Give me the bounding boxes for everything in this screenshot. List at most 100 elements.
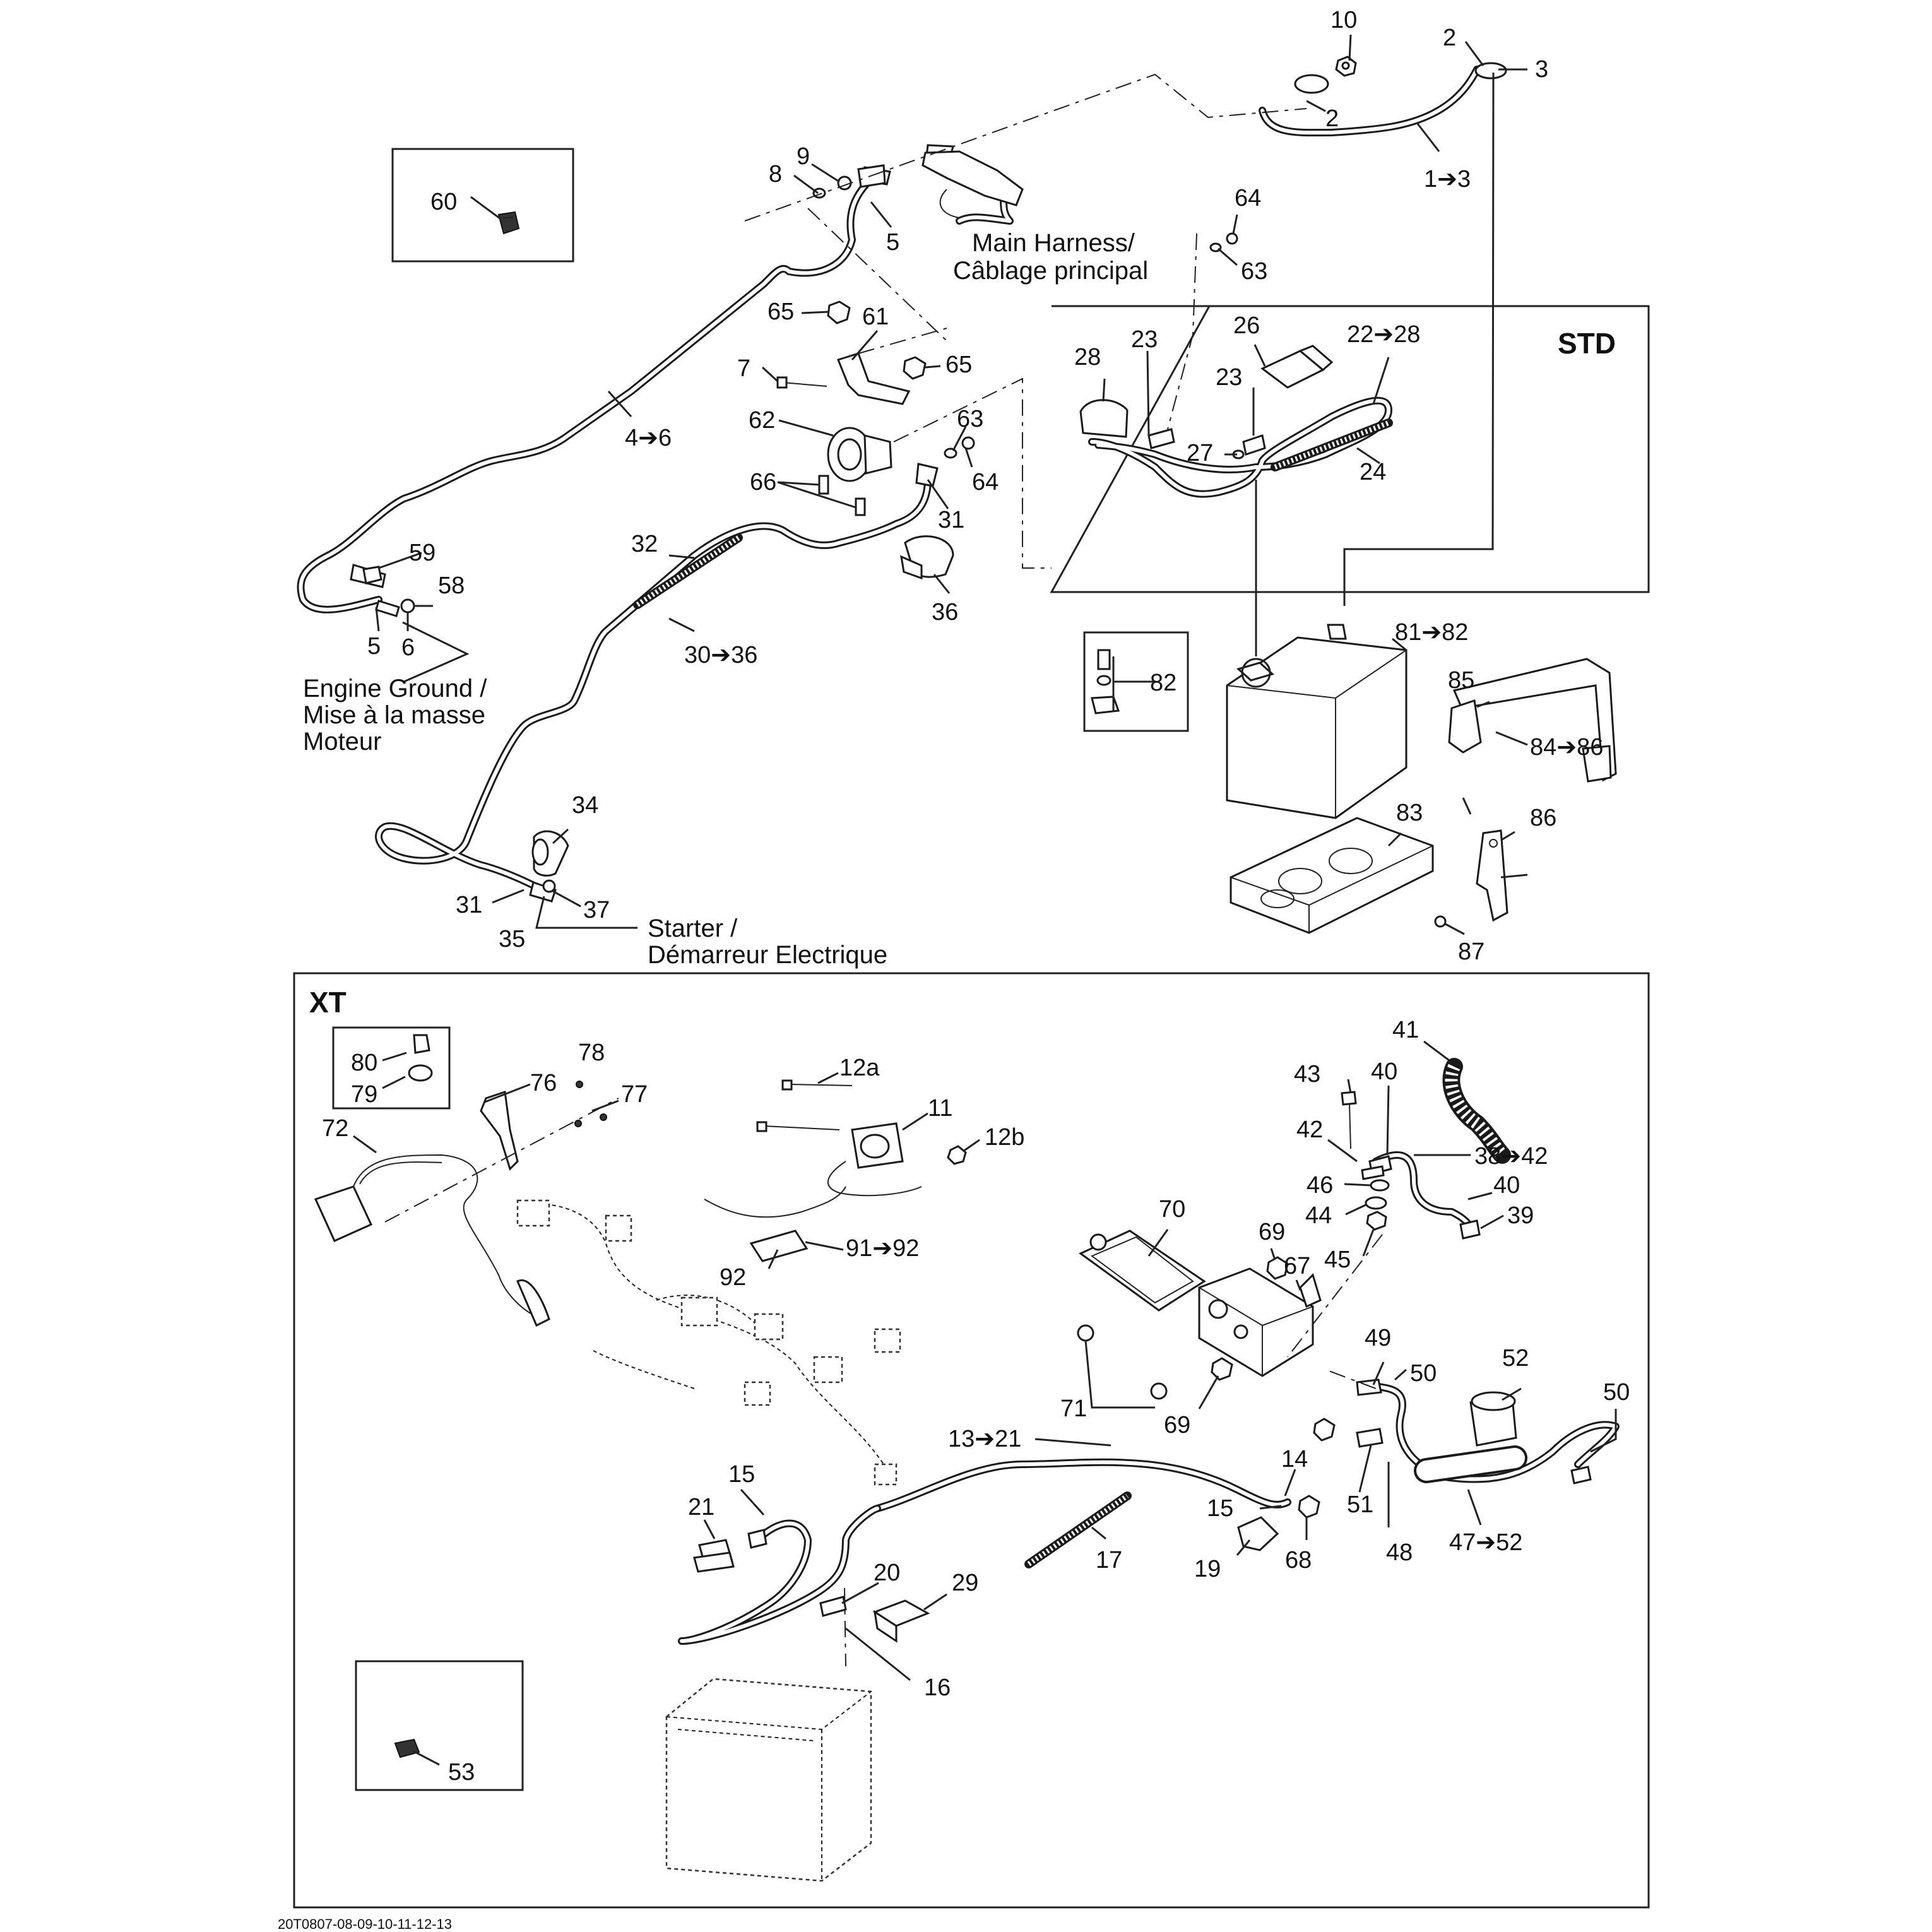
callout-81-82: 81➔82 [1395,619,1468,646]
callout-51: 51 [1347,1491,1373,1518]
std-section-frame [1050,305,1650,593]
callout-91-92: 91➔92 [846,1235,919,1262]
conduit-32 [633,533,743,609]
callout-38-42: 38➔42 [1474,1143,1548,1170]
callout-61: 61 [862,304,889,330]
callout-23: 23 [1131,326,1158,353]
battery-xt-ghost [665,1678,872,1882]
inset-box-82 [1083,631,1189,732]
callout-29: 29 [952,1570,978,1596]
callout-5: 5 [886,229,899,256]
callout-4-6: 4➔6 [625,425,672,451]
callout-42: 42 [1296,1117,1323,1143]
section-label-std: STD [1558,327,1616,360]
starter-cable-30-36 [375,463,939,903]
section-label-xt: XT [309,986,347,1019]
assembly-line-xt-relay [384,1098,619,1223]
callout-6: 6 [401,634,415,661]
callout-15: 15 [728,1461,755,1488]
callout-7: 7 [737,355,750,382]
callout-32: 32 [631,531,658,557]
callout-44: 44 [1305,1202,1332,1229]
relay-11 [704,1122,922,1218]
grommets-71 [1077,1324,1168,1400]
boot-52 [1469,1391,1517,1447]
screws-66 [818,475,866,516]
callout-23: 23 [1216,364,1242,391]
callout-8: 8 [769,161,782,187]
boot-26 [1260,345,1334,389]
boot-29 [872,1599,930,1643]
callout-26: 26 [1233,312,1260,339]
callout-13-21: 13➔21 [948,1426,1021,1452]
callout-10: 10 [1330,7,1357,33]
callout-22-28: 22➔28 [1347,321,1420,348]
hose-41 [1442,1058,1511,1164]
nut-6 [400,598,415,613]
hardware-80-79 [408,1034,433,1082]
callout-67: 67 [1284,1253,1310,1279]
callout-78: 78 [578,1040,605,1066]
cover-60 [497,211,520,235]
nut-65-top [827,300,851,324]
nut-10 [1335,56,1357,77]
callout-24: 24 [1360,459,1386,485]
callout-12a: 12a [839,1055,880,1081]
callout-numbers: 10 2 3 2 1➔3 9 8 5 60 64 63 65 61 7 65 6… [322,7,1630,1786]
bolt-5-ground [375,600,400,617]
callout-2: 2 [1443,25,1456,51]
leader-lines [353,34,1617,1766]
callout-72: 72 [322,1115,348,1142]
dots-77-78 [574,1081,607,1127]
assembly-line-solenoid [893,377,1052,569]
terminal-23a [1147,428,1175,449]
callout-31: 31 [938,507,964,533]
callout-60: 60 [430,189,457,215]
callout-63: 63 [1241,258,1267,285]
cover-53 [394,1738,420,1758]
callout-50: 50 [1410,1360,1437,1387]
callout-82: 82 [1150,670,1176,696]
callout-47-52: 47➔52 [1449,1529,1522,1556]
main-harness-label-line2: Câblage principal [953,257,1148,285]
bolt-43 [1341,1091,1357,1149]
callout-52: 52 [1502,1345,1529,1372]
callout-86: 86 [1530,805,1556,831]
callout-15: 15 [1207,1495,1233,1522]
engine-ground-label-line1: Engine Ground / [303,675,487,702]
callout-53: 53 [448,1759,475,1786]
main-harness-xt-ghost [516,1199,901,1486]
callout-2: 2 [1325,105,1339,132]
connector-92 [749,1230,809,1262]
callout-64: 64 [1235,185,1261,211]
callout-34: 34 [572,792,598,819]
bracket-76 [480,1091,519,1171]
assembly-line-xt-junction [1287,1234,1383,1358]
terminal-23b [1242,434,1266,456]
callout-64: 64 [972,469,999,495]
assembly-line-xt-lower [844,1587,846,1667]
junction-67 [1198,1267,1322,1377]
main-harness-connector [922,150,1024,218]
xt-section-frame [293,972,1650,1909]
callout-41: 41 [1392,1017,1419,1043]
bolt-7 [776,376,827,389]
bracket-70 [1079,1230,1206,1312]
battery-positive-cable-1-3 [1259,62,1507,137]
callout-30-36: 30➔36 [684,642,757,668]
callout-65: 65 [945,352,972,378]
conduit-17 [1024,1491,1132,1568]
assembly-line-xt-junction2 [1325,1369,1377,1389]
callout-20: 20 [874,1560,900,1586]
callout-77: 77 [621,1081,648,1108]
callout-70: 70 [1159,1196,1185,1223]
callout-11: 11 [928,1095,952,1122]
footer-drawing-code: 20T0807-08-09-10-11-12-13 [278,1916,452,1932]
conduit-24 [1271,418,1393,471]
bolts-12a [756,1079,853,1132]
callout-87: 87 [1458,939,1485,965]
callout-66: 66 [750,469,776,495]
callout-27: 27 [1187,440,1213,466]
callout-40: 40 [1493,1172,1520,1199]
